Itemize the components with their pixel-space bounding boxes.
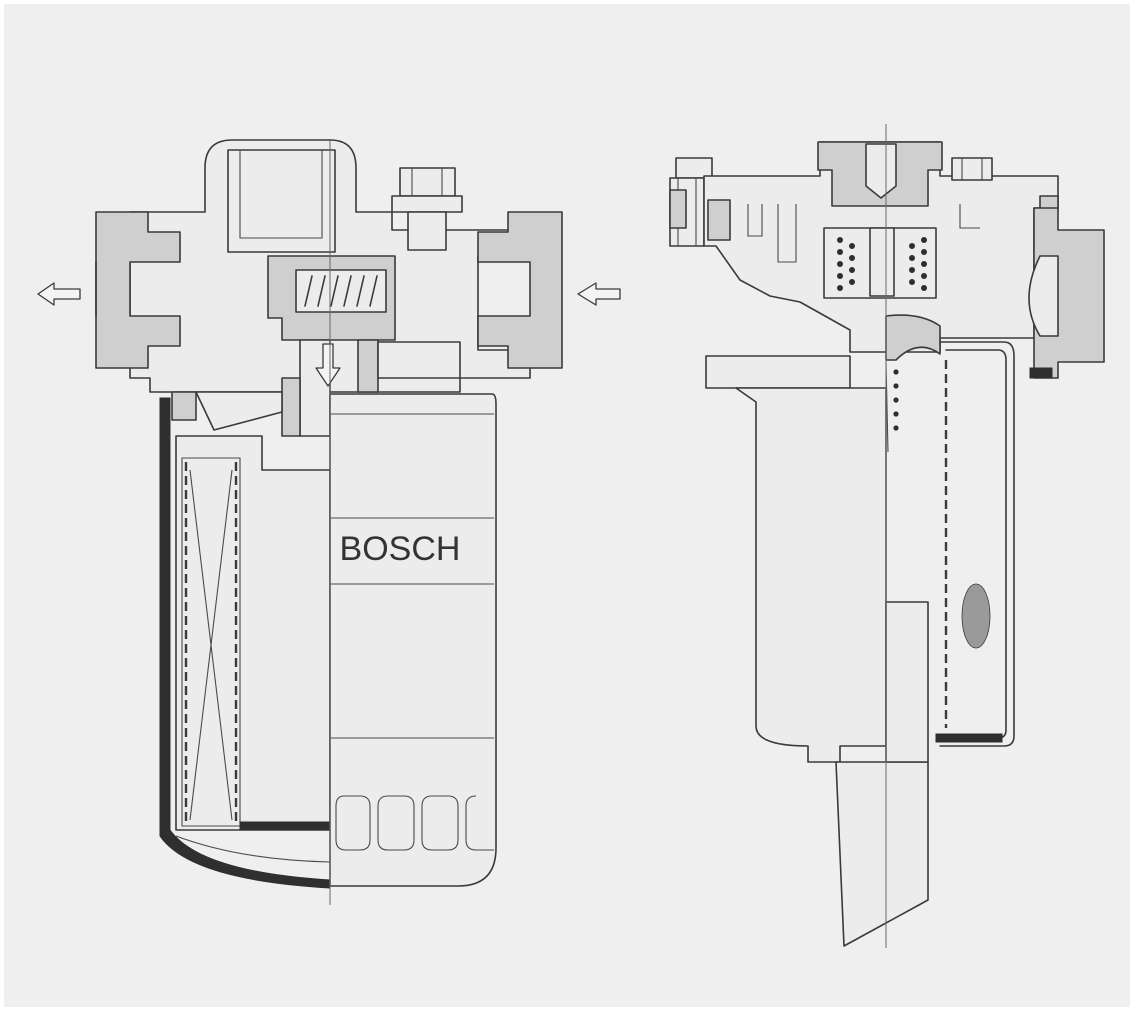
brand-label: BOSCH bbox=[340, 530, 461, 568]
left-inlet-port bbox=[477, 211, 563, 369]
right-head-ribs bbox=[747, 204, 980, 263]
left-bottom-plate bbox=[239, 821, 331, 831]
right-mount-bolt bbox=[669, 157, 713, 247]
left-flow-channel bbox=[377, 341, 461, 379]
right-bowl-wall bbox=[939, 341, 1015, 747]
down-arrow-center bbox=[315, 343, 341, 387]
right-small-bolt bbox=[951, 157, 993, 181]
left-bolt bbox=[391, 167, 463, 251]
right-valve bbox=[823, 227, 937, 299]
left-cap-wedge bbox=[195, 391, 283, 431]
right-mount-flange bbox=[705, 355, 851, 389]
inlet-arrow-right bbox=[577, 282, 621, 306]
right-port-seal bbox=[1029, 367, 1053, 379]
left-bowl-inner-curve bbox=[175, 835, 331, 863]
background-panel bbox=[4, 4, 1130, 1007]
right-elbow-part bbox=[885, 314, 941, 361]
left-seal-ring-right bbox=[357, 339, 379, 393]
left-top-boss-bore bbox=[239, 150, 323, 239]
right-canister-body bbox=[735, 387, 887, 763]
left-canister-exterior bbox=[329, 393, 497, 887]
left-outlet-port bbox=[95, 211, 181, 369]
left-filter-cross bbox=[189, 469, 233, 821]
right-guide-bar bbox=[885, 601, 929, 763]
outlet-arrow-left bbox=[37, 282, 81, 306]
left-bypass-valve bbox=[267, 255, 396, 341]
left-top-boss bbox=[227, 149, 336, 253]
left-bowl-top-seal bbox=[171, 391, 197, 421]
right-head-seal-left bbox=[707, 199, 731, 241]
left-view: BOSCH bbox=[37, 139, 621, 905]
left-filter-cartridge-frame bbox=[175, 435, 331, 831]
left-seal-ring-left bbox=[281, 377, 301, 437]
right-inner-spring bbox=[893, 369, 899, 431]
right-bowl-bottom-seal bbox=[935, 733, 1003, 743]
right-plug-bore bbox=[865, 143, 897, 199]
right-view bbox=[669, 124, 1105, 948]
right-mesh-screen bbox=[961, 583, 991, 649]
right-port-bore bbox=[1028, 255, 1059, 337]
